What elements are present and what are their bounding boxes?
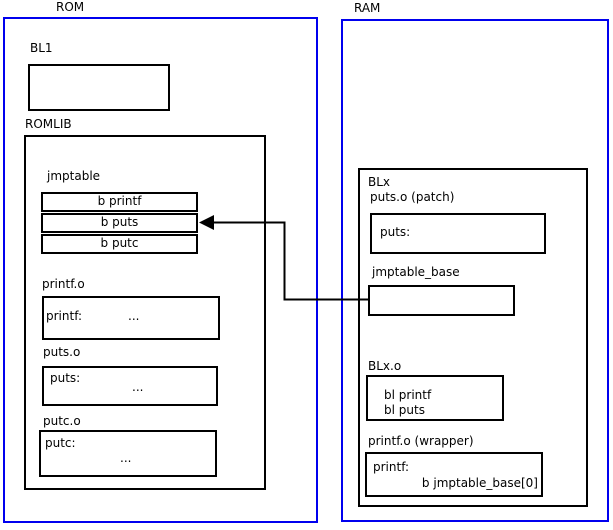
jmptable-rows: b printf b puts b putc <box>41 192 198 255</box>
puts-o-patch-box: puts: <box>370 213 546 254</box>
printf-symbol: printf: <box>46 309 83 323</box>
jmptable-row-b-putc: b putc <box>41 234 198 254</box>
putc-o-box: putc: ... <box>39 430 217 477</box>
puts-o-label: puts.o <box>43 345 81 359</box>
puts-patch-symbol: puts: <box>380 225 411 239</box>
blx-o-box: bl printf bl puts <box>366 375 504 421</box>
blx-o-instruction-bl-puts: bl puts <box>384 403 425 417</box>
puts-symbol: puts: <box>50 371 81 385</box>
ram-label: RAM <box>354 1 381 15</box>
puts-o-patch-label: puts.o (patch) <box>370 190 455 204</box>
putc-body-ellipsis: ... <box>120 451 132 465</box>
printf-wrapper-instruction: b jmptable_base[0] <box>421 476 538 490</box>
printf-o-label: printf.o <box>42 277 85 291</box>
jmptable-row-b-puts: b puts <box>41 213 198 233</box>
bl1-box <box>28 64 170 111</box>
putc-symbol: putc: <box>45 436 76 450</box>
blx-o-label: BLx.o <box>368 359 402 373</box>
puts-body-ellipsis: ... <box>132 380 144 394</box>
blx-o-instruction-bl-printf: bl printf <box>384 388 432 402</box>
jmptable-row-b-printf: b printf <box>41 192 198 212</box>
jmptable-base-box <box>368 285 515 316</box>
printf-o-wrapper-box: printf: b jmptable_base[0] <box>365 452 543 497</box>
bl1-label: BL1 <box>30 41 53 55</box>
printf-wrapper-symbol: printf: <box>373 460 410 474</box>
jmptable-label: jmptable <box>47 169 101 183</box>
rom-label: ROM <box>56 0 85 14</box>
jmptable-base-label: jmptable_base <box>372 265 460 279</box>
printf-body-ellipsis: ... <box>128 309 140 323</box>
blx-label: BLx <box>368 175 391 189</box>
romlib-label: ROMLIB <box>25 117 72 131</box>
blx-o-instructions: bl printf bl puts <box>384 388 431 418</box>
putc-o-label: putc.o <box>43 414 81 428</box>
puts-o-box: puts: ... <box>42 366 218 406</box>
printf-o-wrapper-label: printf.o (wrapper) <box>368 434 474 448</box>
printf-o-box: printf: ... <box>42 296 220 340</box>
